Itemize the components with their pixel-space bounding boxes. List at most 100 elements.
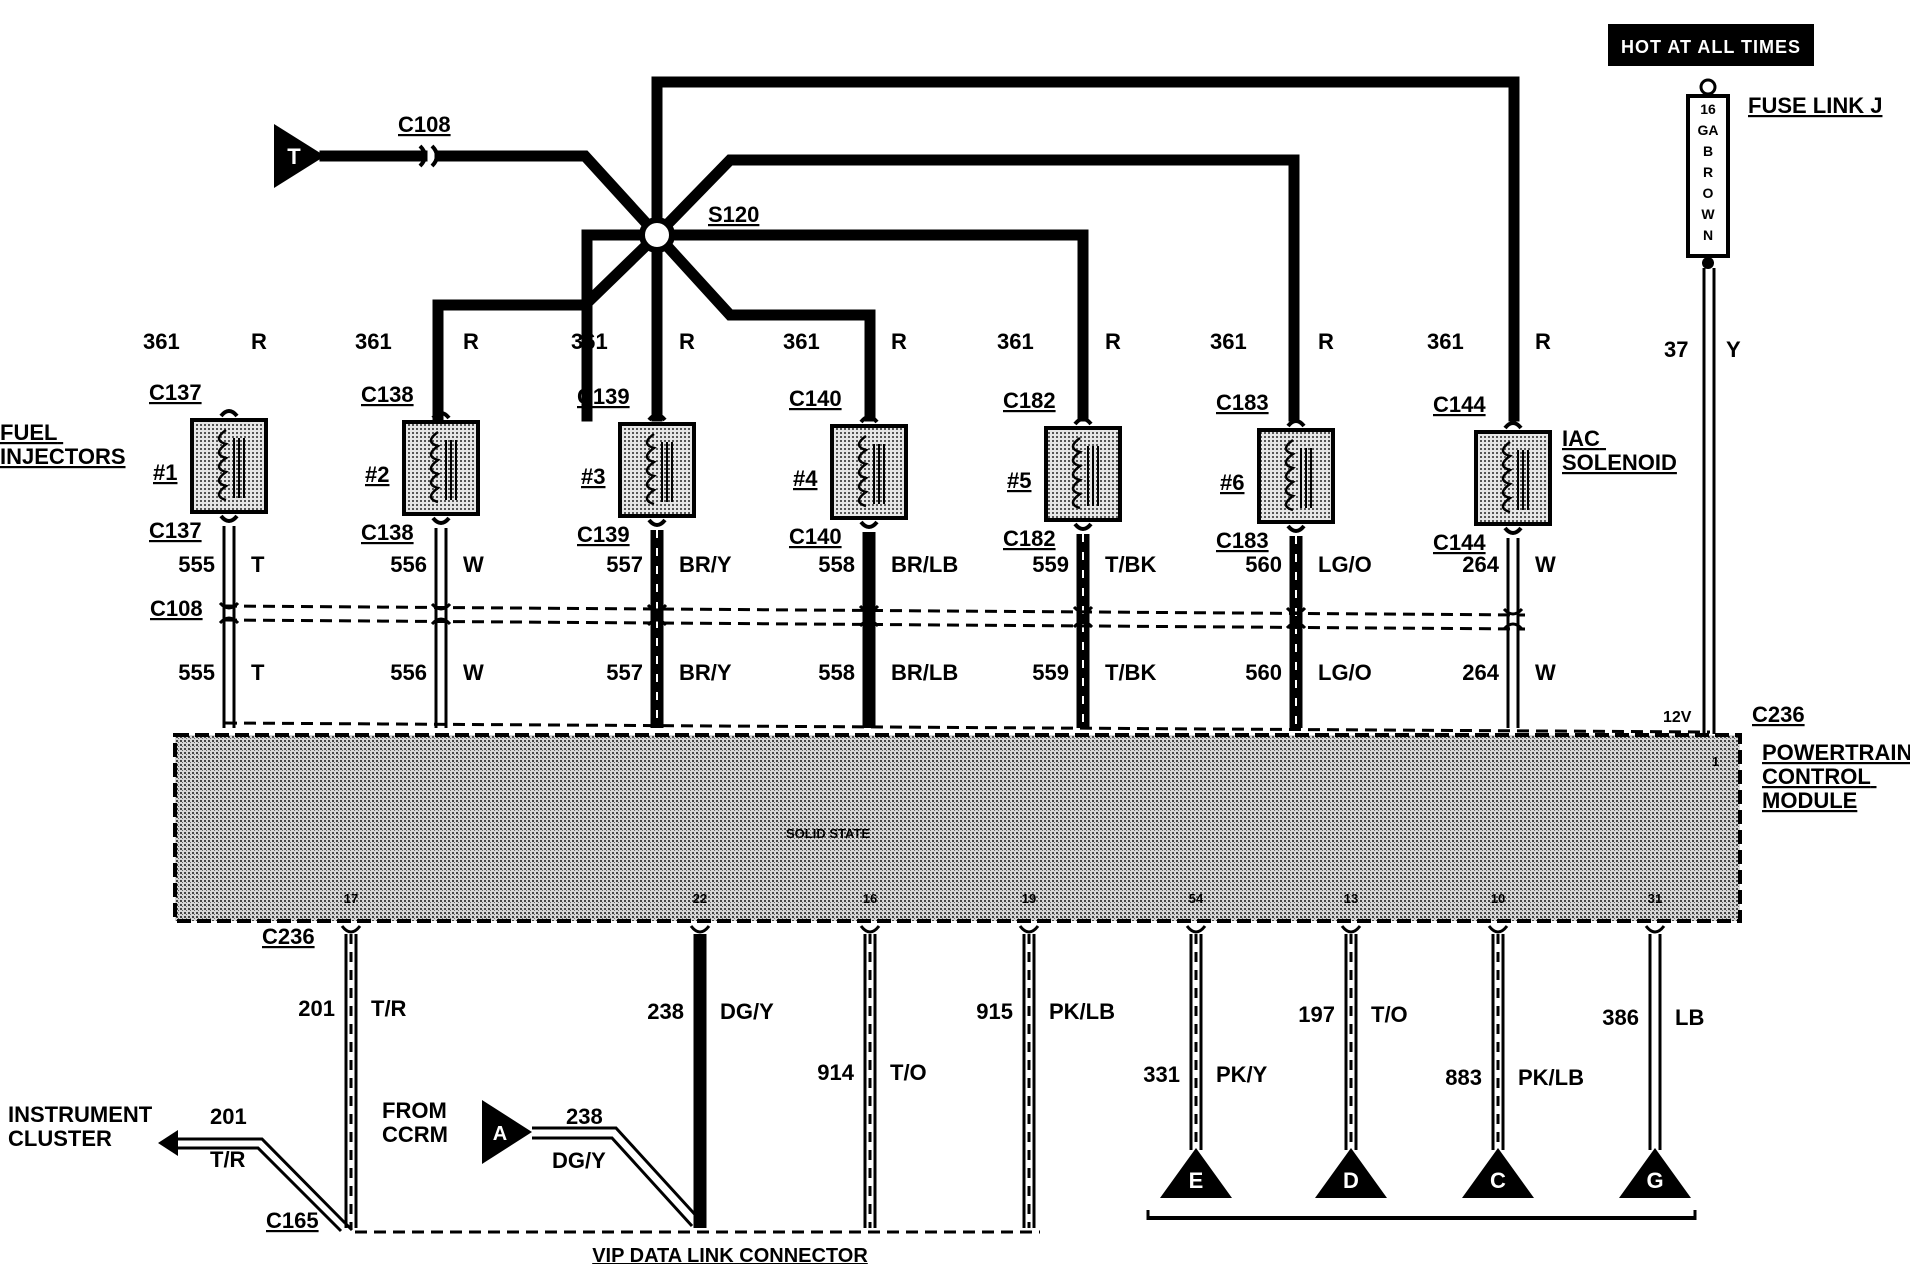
connector-top-label: C182 — [1003, 388, 1056, 413]
pin-12v: 12V — [1663, 709, 1692, 726]
svg-text:T: T — [287, 144, 301, 169]
ckt361-color: R — [1535, 329, 1551, 354]
connector-bottom-label: C139 — [577, 522, 630, 547]
bottom-wire-circuit: 914 — [817, 1060, 854, 1085]
fuse-link-label: FUSE LINK J — [1748, 93, 1882, 118]
fuse-gauge-letter: 16 — [1700, 101, 1716, 117]
bottom-wire-color: PK/LB — [1049, 999, 1115, 1024]
ckt361-color: R — [463, 329, 479, 354]
ground-icon — [1160, 1148, 1232, 1198]
ground-letter: C — [1490, 1168, 1506, 1193]
fuse-gauge-letter: GA — [1698, 122, 1719, 138]
solenoid-box — [1044, 426, 1122, 522]
ckt361-color: R — [1105, 329, 1121, 354]
bottom-wire-color: T/O — [1371, 1002, 1408, 1027]
splice-s120-label: S120 — [708, 202, 759, 227]
fuel-injectors-label: FUEL INJECTORS — [0, 420, 126, 469]
ground-letter: D — [1343, 1168, 1359, 1193]
bottom-wire-circuit: 238 — [647, 999, 684, 1024]
solenoid-box — [1257, 428, 1335, 524]
from-ccrm-label: FROM CCRM — [382, 1098, 453, 1147]
ground-icon — [1462, 1148, 1534, 1198]
bottom-wire-color: DG/Y — [720, 999, 774, 1024]
injector-number: #2 — [365, 462, 389, 487]
fuse-wire-color: Y — [1726, 337, 1741, 362]
terminal-a: A — [482, 1100, 532, 1164]
injector-wire-color: W — [463, 660, 484, 685]
c236-top-label: C236 — [1752, 702, 1805, 727]
ccrm-wire-circuit: 238 — [566, 1104, 603, 1129]
coil-icon — [429, 430, 441, 504]
pcm-pin: 13 — [1344, 891, 1358, 906]
connector-top-label: C183 — [1216, 390, 1269, 415]
pcm-pin: 16 — [863, 891, 877, 906]
solenoid-box — [1474, 430, 1552, 526]
injector-wire-circuit: 560 — [1245, 660, 1282, 685]
c108-row-label: C108 — [150, 596, 203, 621]
ic-wire-circuit: 201 — [210, 1104, 247, 1129]
injector-number: #1 — [153, 460, 177, 485]
ckt361-color: R — [251, 329, 267, 354]
splice-harness — [432, 76, 1520, 422]
connector-bottom-label: C137 — [149, 518, 202, 543]
injector-7: 361RC144C144264W264W21 — [1427, 329, 1556, 761]
c236-bottom-label: C236 — [262, 924, 315, 949]
iac-solenoid-label: IAC SOLENOID — [1562, 426, 1677, 475]
coil-icon — [1501, 440, 1513, 514]
injector-wire-circuit: 557 — [606, 552, 643, 577]
injector-wire-color: T/BK — [1105, 552, 1156, 577]
injector-wire-color: BR/LB — [891, 552, 958, 577]
bottom-wire-color: T/R — [371, 996, 407, 1021]
svg-text:A: A — [493, 1123, 507, 1145]
pcm-pin-1: 1 — [1712, 754, 1719, 769]
instrument-cluster-label: INSTRUMENT CLUSTER — [8, 1102, 158, 1151]
connector-top-label: C140 — [789, 386, 842, 411]
injector-number: #5 — [1007, 468, 1031, 493]
fuse-gauge-letter: N — [1703, 227, 1713, 243]
injector-wire-circuit: 264 — [1462, 552, 1499, 577]
pcm-pin: 22 — [693, 891, 707, 906]
injector-wire-circuit: 264 — [1462, 660, 1499, 685]
injector-number: #3 — [581, 464, 605, 489]
c236-top-connector — [224, 721, 1711, 734]
connector-bottom-label: C183 — [1216, 528, 1269, 553]
injector-wire-circuit: 556 — [390, 660, 427, 685]
ckt361-color: R — [1318, 329, 1334, 354]
solenoid-box — [618, 422, 696, 518]
injector-group: 361RC137#1C137555T555T58361RC138#2C13855… — [143, 329, 1556, 761]
bottom-wire-color: T/O — [890, 1060, 927, 1085]
terminal-t: T — [274, 124, 325, 188]
bottom-wire-914: 16 914 T/O — [817, 891, 927, 1228]
connector-bottom-label: C182 — [1003, 526, 1056, 551]
fuse-gauge-letter: W — [1701, 206, 1715, 222]
bottom-wire-circuit: 331 — [1143, 1062, 1180, 1087]
solenoid-box — [830, 424, 908, 520]
instrument-cluster-branch — [158, 1130, 354, 1233]
injector-wire-color: LG/O — [1318, 660, 1372, 685]
fuse-gauge-letter: B — [1703, 143, 1713, 159]
injector-wire-circuit: 560 — [1245, 552, 1282, 577]
injector-wire-color: T — [251, 552, 265, 577]
bottom-wire-color: LB — [1675, 1005, 1704, 1030]
ckt361-circuit: 361 — [355, 329, 392, 354]
solid-state-label: SOLID STATE — [786, 826, 870, 841]
injector-wire-circuit: 556 — [390, 552, 427, 577]
bottom-wire-circuit: 915 — [976, 999, 1013, 1024]
fuse-gauge-letter: R — [1703, 164, 1713, 180]
injector-wire-circuit: 555 — [178, 552, 215, 577]
connector-top-label: C139 — [577, 384, 630, 409]
injector-wire-circuit: 558 — [818, 552, 855, 577]
ckt361-circuit: 361 — [1427, 329, 1464, 354]
ckt361-color: R — [679, 329, 695, 354]
c108-top-label: C108 — [398, 112, 451, 137]
